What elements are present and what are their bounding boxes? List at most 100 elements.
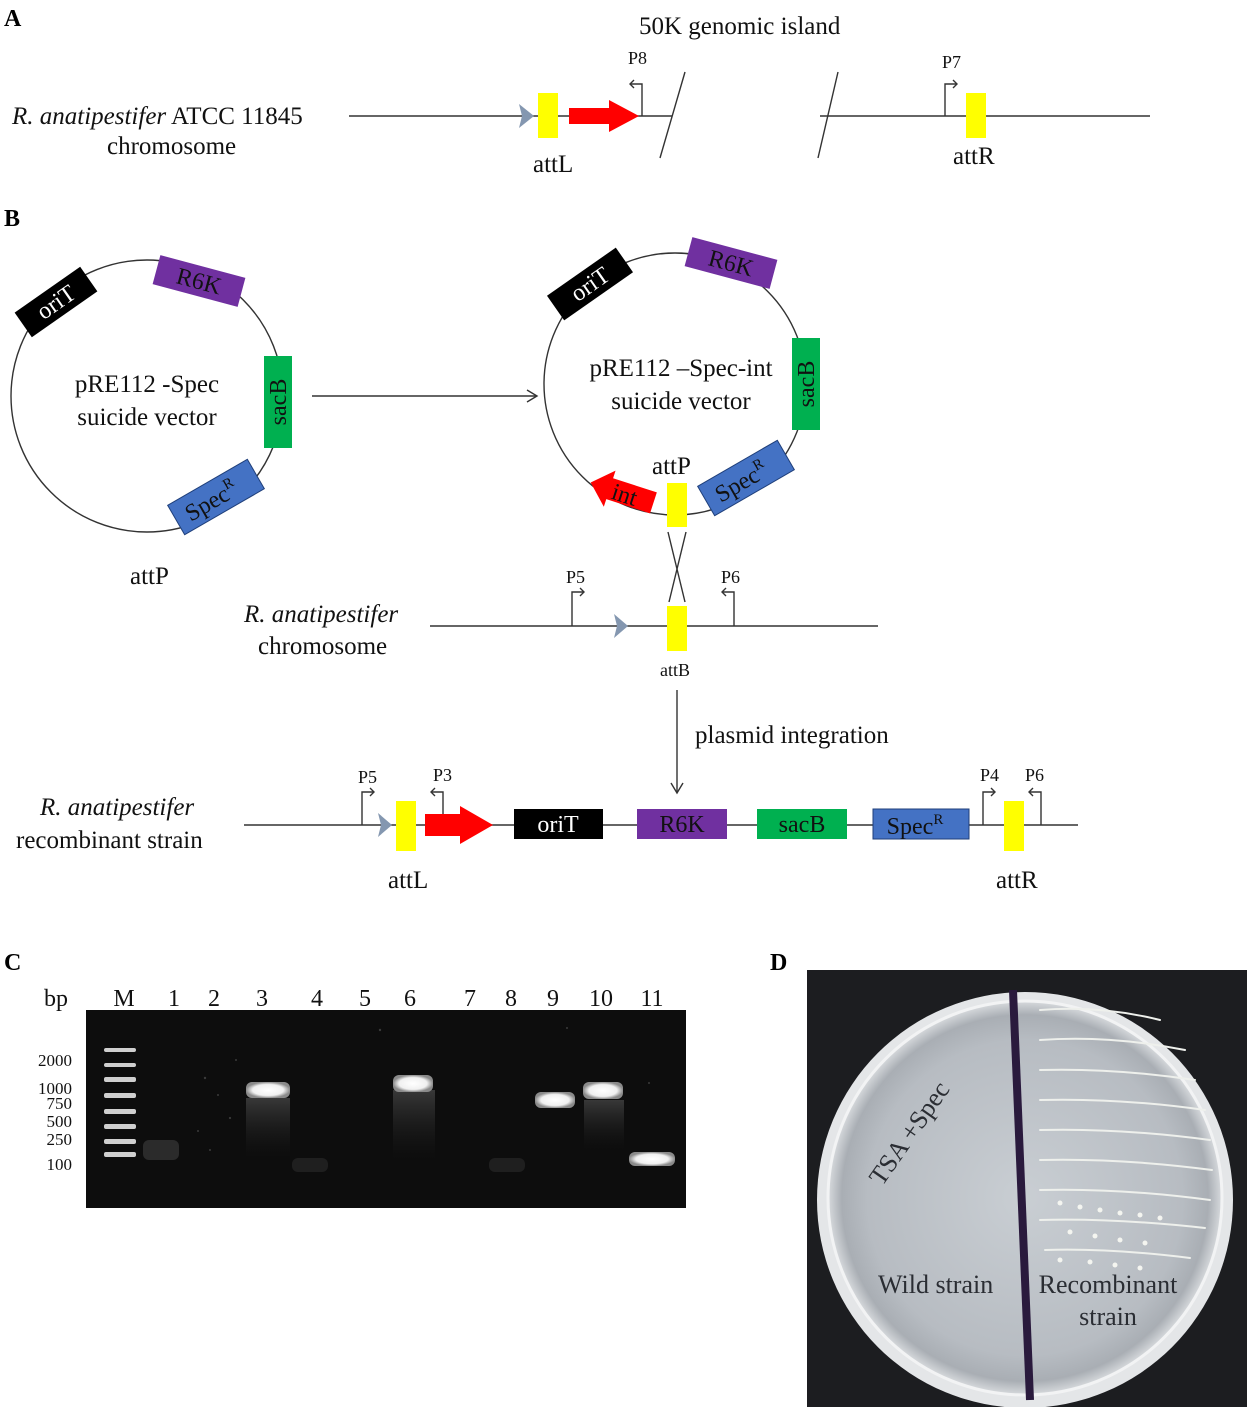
ladder-size-label: 100: [47, 1155, 73, 1174]
attr-label-r: attR: [996, 867, 1038, 894]
orit-box-v2: oriT: [546, 247, 634, 321]
int-gene-arrow: [569, 100, 639, 132]
promoter-icon: [519, 104, 534, 128]
sacb-box-v1: sacB: [264, 356, 292, 448]
spec-label-r: SpecR: [887, 812, 944, 840]
lane-label: 7: [464, 986, 476, 1012]
divider-line: [1009, 989, 1034, 1401]
primer-p3-label: P3: [433, 765, 452, 785]
panel-letter-b: B: [4, 206, 20, 232]
lane-label: 6: [404, 986, 416, 1012]
attl-site-r: [396, 801, 416, 851]
primer-p5-label: P5: [566, 567, 585, 587]
attl-label-r: attL: [388, 867, 428, 894]
primer-p5-icon-r: [361, 791, 373, 825]
panel-b: B pRE112 -Spec suicide vector oriT R6K s…: [4, 206, 1078, 894]
lane-1-faint: [143, 1140, 179, 1160]
primer-p7-icon: [944, 83, 956, 116]
attr-site-r: [1004, 801, 1024, 851]
panel-d: D TSA +Spec Wild strain Recombinant: [770, 950, 1247, 1407]
int-gene-arrow-v2: int: [590, 470, 657, 514]
colony-streaks: [1039, 1007, 1213, 1259]
panel-a: A 50K genomic island R. anatipestifer AT…: [4, 6, 1150, 178]
lane-9-band: [535, 1092, 575, 1108]
lane-8-faint: [489, 1158, 525, 1172]
primer-p8-label: P8: [628, 48, 647, 68]
lane-3-smear: [246, 1098, 290, 1158]
attl-site: [538, 93, 558, 138]
recombinant-strain-label-2: strain: [1079, 1302, 1137, 1331]
crossover-line-1: [667, 531, 686, 603]
chromosome-b-label: chromosome: [258, 633, 387, 660]
lane-label: 9: [547, 986, 559, 1012]
lane-10-band: [583, 1082, 623, 1099]
lane-label: 8: [505, 986, 517, 1012]
attr-site: [966, 93, 986, 138]
primer-p5-label-r: P5: [358, 767, 377, 787]
svg-text:R6K: R6K: [173, 264, 224, 301]
bp-label: bp: [44, 986, 68, 1012]
break-mark-right: [817, 71, 839, 159]
lane-label: M: [113, 986, 134, 1012]
vector-1-label: pRE112 -Spec: [75, 371, 219, 398]
lane-3-band: [246, 1082, 290, 1098]
lane-11-band: [629, 1152, 675, 1166]
gel-noise: [197, 1027, 650, 1151]
attr-label-a: attR: [953, 143, 995, 170]
primer-p5-icon: [571, 591, 583, 626]
primer-p6-icon: [723, 591, 735, 626]
primer-p8-icon: [631, 83, 643, 116]
primer-p4-icon: [982, 791, 994, 825]
ladder-size-label: 500: [47, 1112, 73, 1131]
lane-label: 1: [168, 986, 180, 1012]
orit-label-r: oriT: [537, 812, 579, 838]
attp-site-v2: [667, 483, 687, 527]
ladder-size-label: 250: [47, 1130, 73, 1149]
recombinant-strain-label-1: Recombinant: [1039, 1270, 1178, 1299]
spec-box-r: [872, 808, 970, 840]
lane-label: 5: [359, 986, 371, 1012]
recombinant-label: recombinant strain: [16, 827, 203, 854]
lane-6-band: [393, 1075, 433, 1092]
r6k-box-v2: R6K: [684, 237, 778, 289]
panel-letter-c: C: [4, 950, 21, 976]
lane-label: 2: [208, 986, 220, 1012]
spec-box-v1: SpecR: [166, 458, 266, 536]
vector-1-sublabel: suicide vector: [77, 404, 217, 431]
panel-letter-d: D: [770, 950, 787, 976]
r6k-box-r: [637, 809, 727, 839]
lane-label: 10: [589, 986, 613, 1012]
break-mark-left: [659, 71, 686, 159]
svg-text:sacB: sacB: [794, 361, 820, 408]
chromosome-b-species: R. anatipestifer: [243, 601, 398, 628]
crossover-line-2: [668, 531, 687, 603]
int-gene-arrow-r: [425, 806, 493, 844]
attp-label-v2: attP: [652, 453, 691, 480]
primer-p6-icon-r: [1030, 791, 1042, 825]
r6k-box-v1: R6K: [152, 255, 246, 307]
attb-site: [667, 606, 687, 651]
ladder-size-label: 1000: [38, 1079, 72, 1098]
colonies: [1057, 1200, 1163, 1271]
wild-strain-label: Wild strain: [878, 1270, 993, 1299]
ladder-size-label: 750: [47, 1094, 73, 1113]
ladder-bands: [104, 1048, 136, 1157]
lane-label: 11: [640, 986, 663, 1012]
promoter-icon-r: [378, 813, 392, 837]
attp-label-v1: attP: [130, 563, 169, 590]
recombinant-species: R. anatipestifer: [39, 794, 194, 821]
ladder-size-label: 2000: [38, 1051, 72, 1070]
svg-text:sacB: sacB: [266, 379, 292, 426]
chromosome-a-label: R. anatipestifer ATCC 11845: [11, 103, 303, 130]
chromosome-a-label-2: chromosome: [107, 133, 236, 160]
integration-label: plasmid integration: [695, 722, 889, 749]
attb-label: attB: [660, 660, 690, 680]
lane-10-smear: [584, 1100, 624, 1150]
primer-p6-label-r: P6: [1025, 765, 1044, 785]
lane-6-smear: [393, 1090, 435, 1160]
promoter-icon-b: [614, 614, 628, 638]
primer-p6-label: P6: [721, 567, 740, 587]
